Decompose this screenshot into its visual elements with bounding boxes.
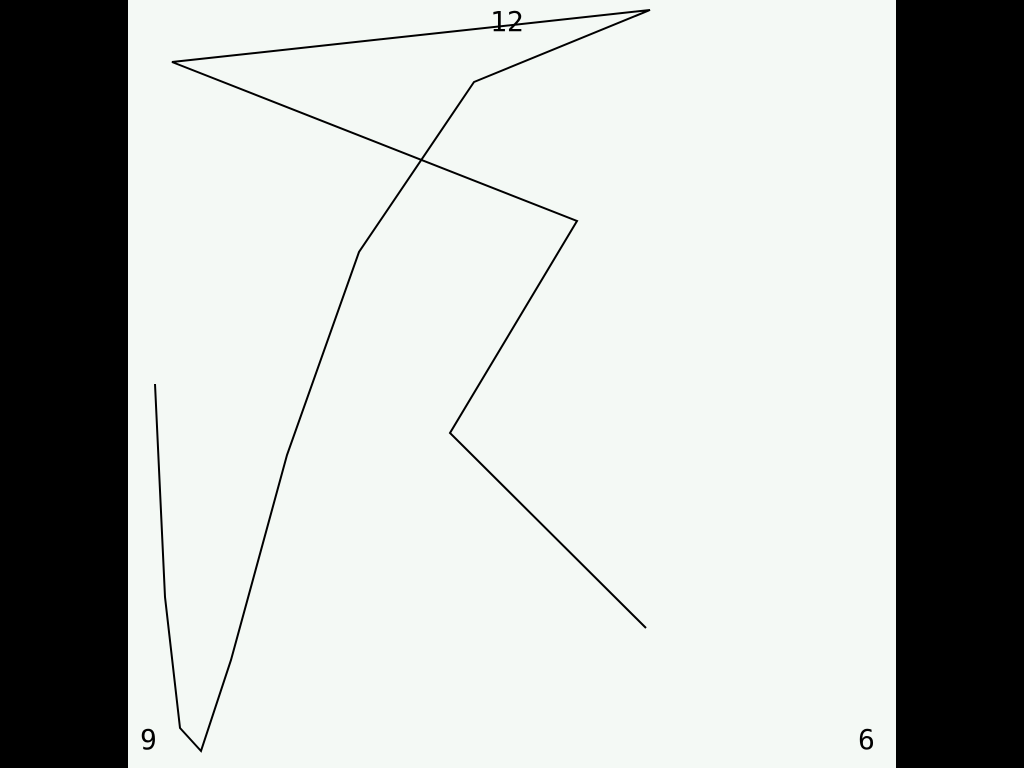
drawn-path <box>154 9 651 753</box>
top-number-label: 12 <box>490 5 524 38</box>
drawing-layer <box>154 9 651 753</box>
left-number-label: 9 <box>140 723 157 756</box>
drawing-canvas[interactable]: 12 9 6 <box>128 0 896 768</box>
right-number-label: 6 <box>858 723 875 756</box>
